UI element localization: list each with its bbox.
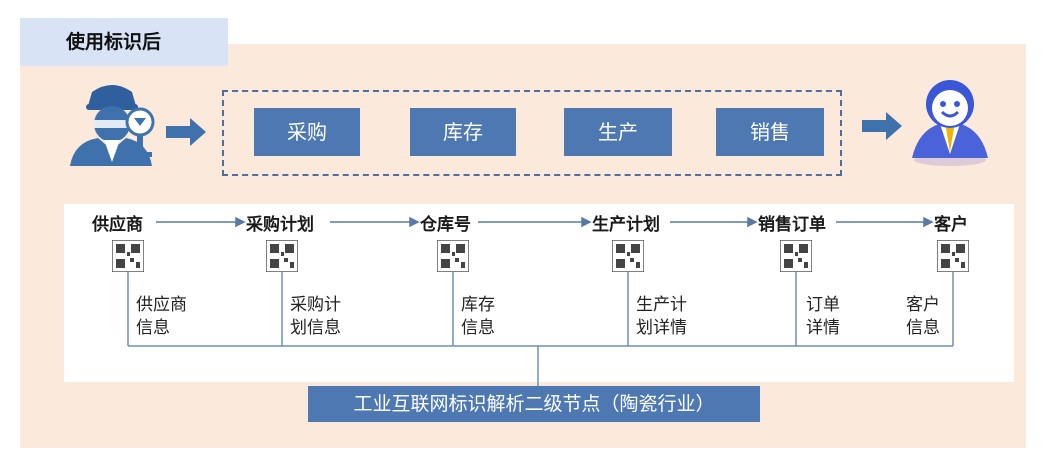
- chain-node-warehouse: 仓库号: [420, 215, 471, 235]
- info-line: 划详情: [636, 318, 687, 338]
- info-line: 订单: [806, 295, 840, 315]
- info-supplier: 供应商 信息: [136, 294, 187, 340]
- process-step-production: 生产: [564, 108, 672, 156]
- info-production-plan: 生产计 划详情: [636, 294, 687, 340]
- info-line: 供应商: [136, 295, 187, 315]
- info-line: 库存: [461, 295, 495, 315]
- qr-code-icon: [112, 240, 144, 272]
- qr-code-icon: [266, 240, 298, 272]
- qr-code-icon: [937, 240, 969, 272]
- info-line: 信息: [461, 318, 495, 338]
- info-line: 采购计: [290, 295, 341, 315]
- process-step-purchase: 采购: [254, 108, 360, 156]
- info-line: 生产计: [636, 295, 687, 315]
- identifier-chain-panel: [64, 204, 1014, 382]
- info-line: 信息: [906, 318, 940, 338]
- secondary-node-label: 工业互联网标识解析二级节点（陶瓷行业）: [308, 386, 760, 422]
- section-tab: 使用标识后: [20, 18, 228, 66]
- process-step-inventory: 库存: [410, 108, 516, 156]
- chain-node-supplier: 供应商: [92, 215, 143, 235]
- qr-code-icon: [437, 240, 469, 272]
- chain-node-customer: 客户: [934, 215, 968, 235]
- info-line: 信息: [136, 318, 170, 338]
- qr-code-icon: [780, 240, 812, 272]
- info-purchase-plan: 采购计 划信息: [290, 294, 341, 340]
- chain-node-production-plan: 生产计划: [592, 215, 660, 235]
- chain-node-sales-order: 销售订单: [758, 215, 826, 235]
- chain-node-purchase-plan: 采购计划: [246, 215, 314, 235]
- info-inventory: 库存 信息: [461, 294, 495, 340]
- info-order: 订单 详情: [806, 294, 840, 340]
- process-frame: [222, 90, 842, 176]
- info-customer: 客户 信息: [906, 294, 940, 340]
- info-line: 客户: [906, 295, 940, 315]
- info-line: 详情: [806, 318, 840, 338]
- info-line: 划信息: [290, 318, 341, 338]
- qr-code-icon: [612, 240, 644, 272]
- process-step-sales: 销售: [716, 108, 824, 156]
